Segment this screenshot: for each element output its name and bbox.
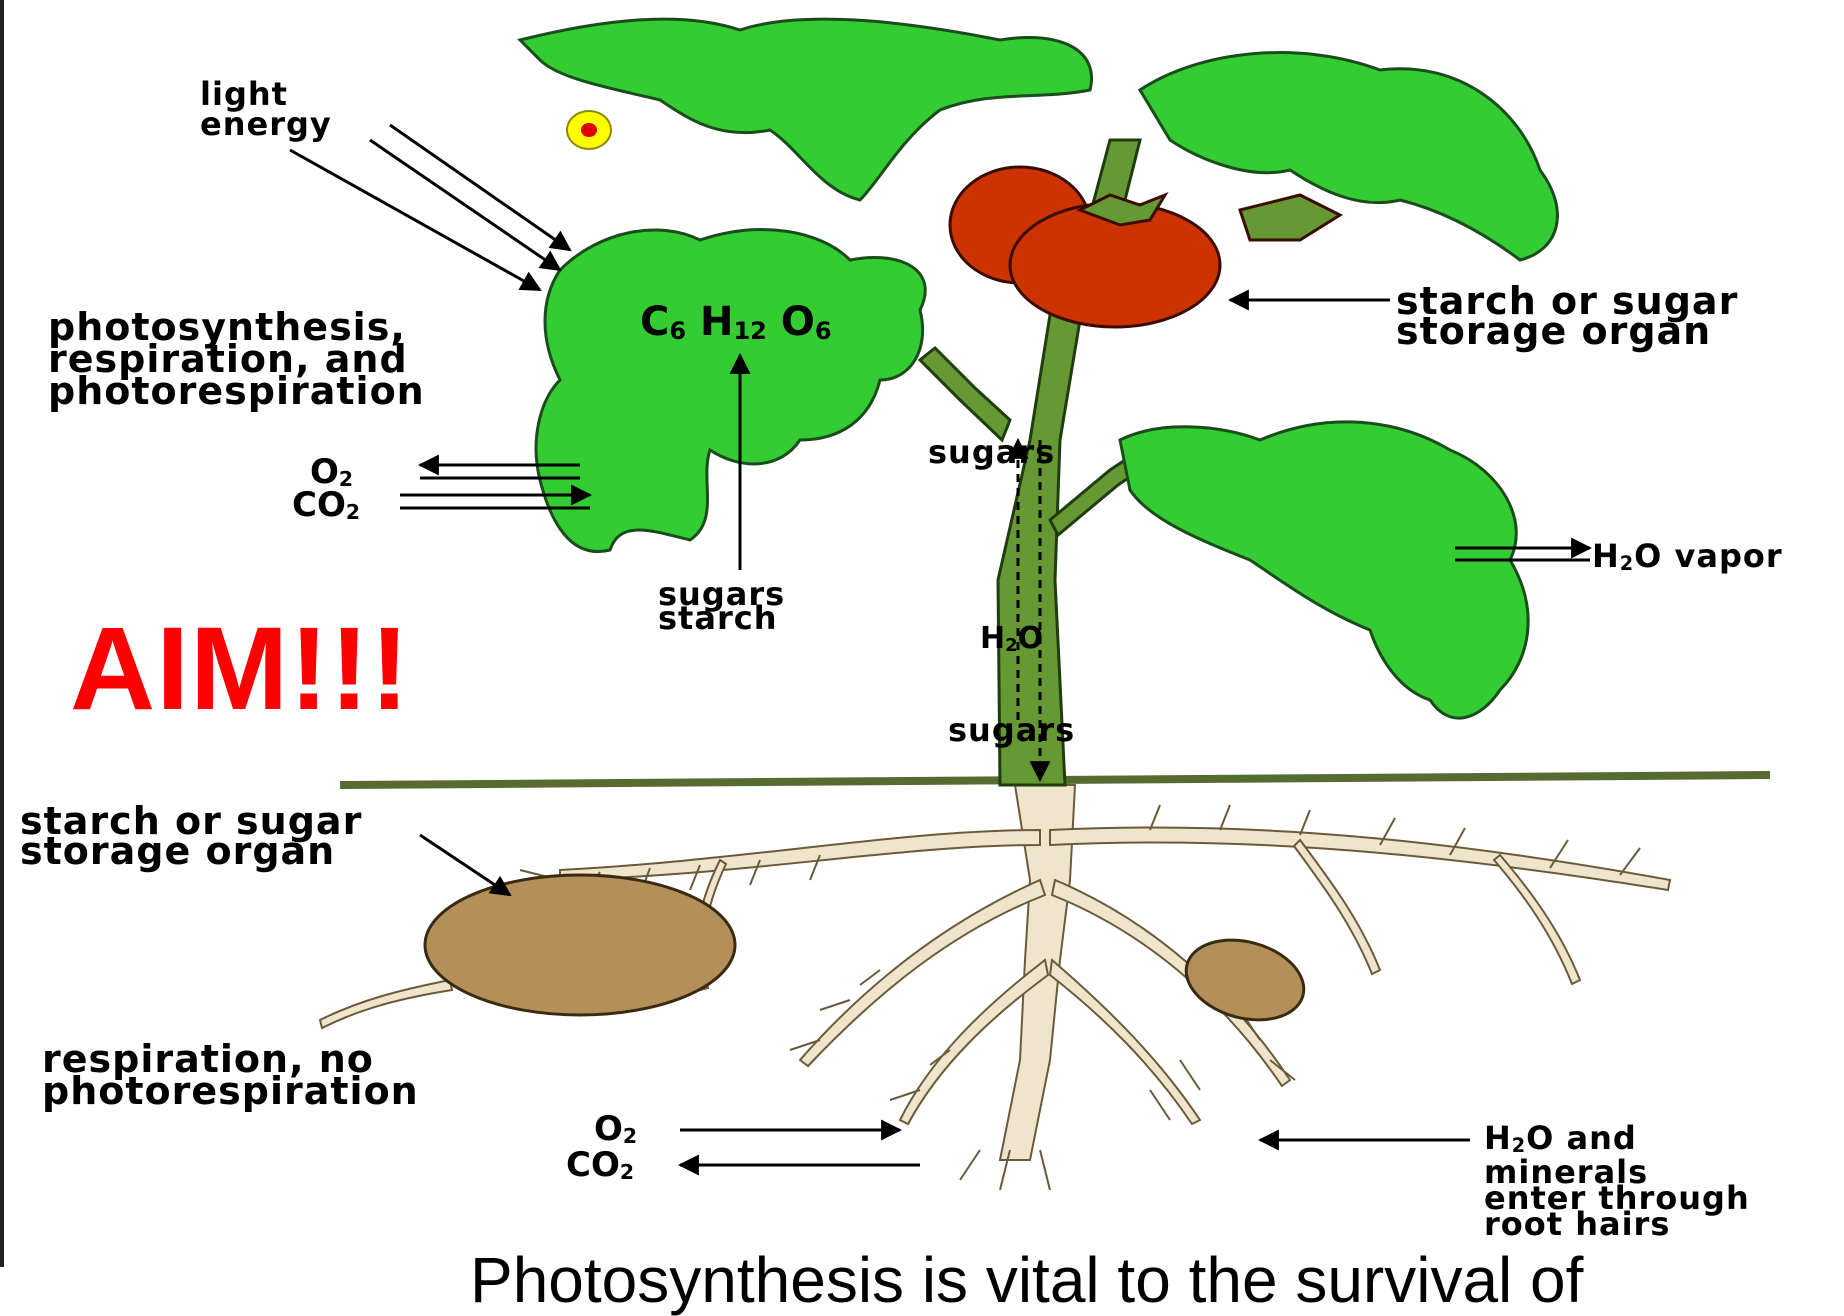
stem-h2o-h: H (980, 621, 1005, 656)
caption-text: Photosynthesis is vital to the survival … (470, 1248, 1583, 1312)
potato-tuber (425, 875, 735, 1015)
root-co2-sub: 2 (620, 1160, 634, 1184)
label-root-o2: O2 (594, 1112, 637, 1146)
glucose-c: C (640, 299, 669, 345)
label-stem-h2o: H2O (980, 624, 1043, 654)
aim-heading: AIM!!! (70, 610, 410, 728)
label-glucose: C6 H12 O6 (640, 302, 832, 342)
label-stem-sugars-lower: sugars (948, 714, 1075, 746)
label-water-and: H2O and (1484, 1122, 1637, 1154)
root-co2-symbol: CO (566, 1145, 620, 1185)
vapor-sub: 2 (1620, 552, 1634, 575)
water-h: H (1484, 1119, 1512, 1157)
label-h2o-vapor: H2O vapor (1592, 540, 1783, 572)
stem-h2o-o: O (1018, 621, 1044, 656)
light-energy-arrows (290, 125, 570, 290)
water-rest: O and (1526, 1119, 1637, 1157)
small-tuber (1177, 928, 1313, 1032)
glucose-c-sub: 6 (669, 317, 686, 345)
red-dot (581, 123, 597, 137)
co2-symbol: CO (292, 485, 346, 525)
root-gas-arrows (680, 1130, 920, 1165)
label-root-co2: CO2 (566, 1148, 634, 1182)
root-o2-symbol: O (594, 1109, 623, 1149)
root-o2-sub: 2 (623, 1124, 637, 1148)
glucose-h: H (700, 299, 733, 345)
label-leaf-o2: O2 (310, 455, 353, 489)
label-stem-sugars-upper: sugars (928, 436, 1055, 468)
tuber-pointer (420, 835, 510, 895)
glucose-o-sub: 6 (815, 317, 832, 345)
glucose-h-sub: 12 (733, 317, 766, 345)
co2-subscript: 2 (346, 500, 360, 524)
vapor-rest: O vapor (1634, 537, 1782, 575)
label-root-hairs: root hairs (1484, 1208, 1670, 1240)
label-root-photorespiration: photorespiration (42, 1072, 419, 1110)
left-leaf (536, 230, 925, 552)
stem-h2o-sub: 2 (1005, 635, 1018, 656)
label-leaf-starch: starch (658, 602, 777, 634)
yellow-circle-red-dot-icon (566, 110, 612, 150)
label-photorespiration: photorespiration (48, 372, 425, 410)
vapor-h: H (1592, 537, 1620, 575)
tomatoes (950, 167, 1340, 327)
label-leaf-co2: CO2 (292, 488, 360, 522)
label-tuber-storage-2: storage organ (20, 832, 335, 870)
right-middle-leaf (1120, 422, 1528, 718)
label-fruit-storage-2: storage organ (1396, 312, 1711, 350)
glucose-o: O (781, 299, 815, 345)
label-energy: energy (200, 108, 332, 140)
